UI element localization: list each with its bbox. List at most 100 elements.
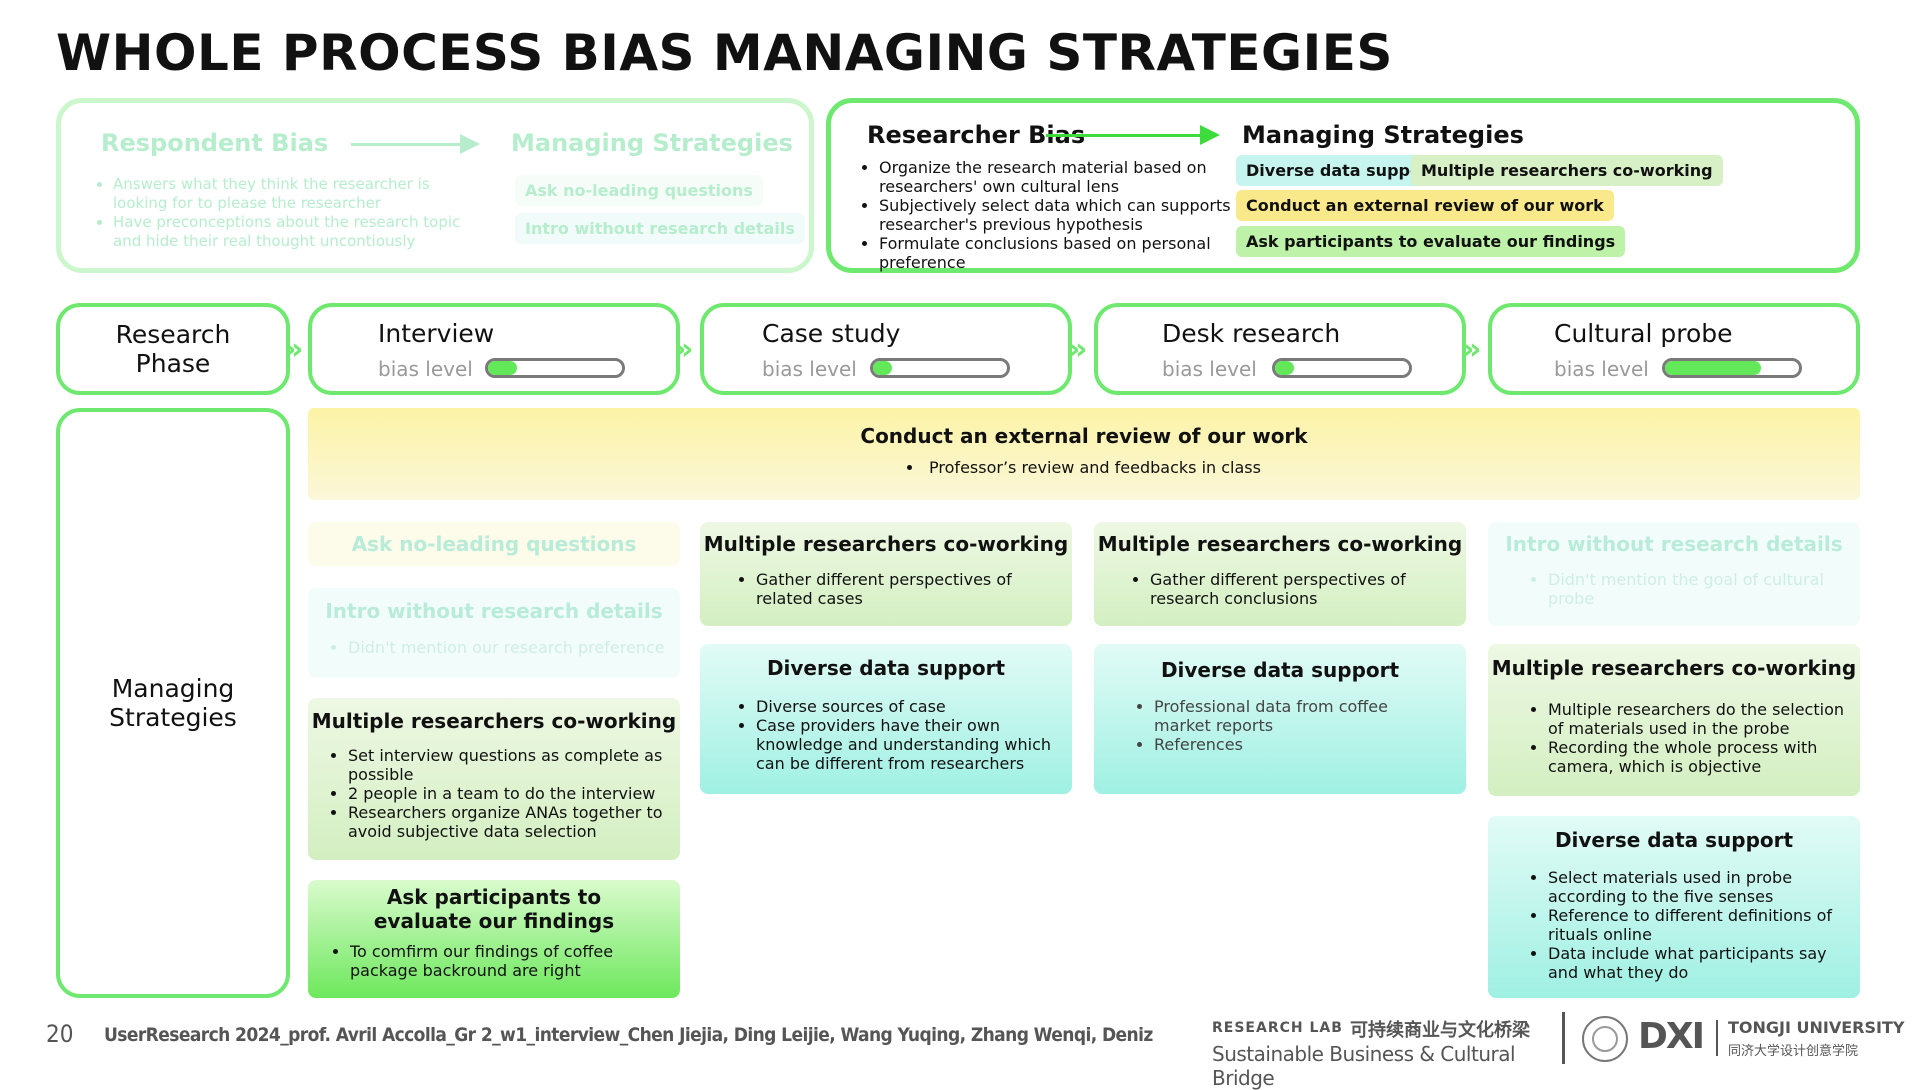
phase-name: Case study	[762, 319, 901, 348]
phase-cultural-probe[interactable]: Cultural probe bias level	[1488, 303, 1860, 395]
card-list: Didn't mention the goal of cultural prob…	[1530, 570, 1830, 608]
list-item: Case providers have their own knowledge …	[756, 716, 1058, 773]
list-item: Gather different perspectives of related…	[756, 570, 1038, 608]
card-title: Ask participants to evaluate our finding…	[373, 885, 615, 933]
bias-level-fill	[1665, 361, 1762, 375]
phase-desk-research[interactable]: Desk research bias level	[1094, 303, 1466, 395]
list-item: Formulate conclusions based on personal …	[879, 234, 1246, 272]
bias-level-fill	[488, 361, 518, 375]
divider	[1716, 1020, 1718, 1056]
list-item: Gather different perspectives of researc…	[1150, 570, 1432, 608]
card-ask-participants: Ask participants to evaluate our finding…	[308, 880, 680, 998]
card-diverse-data: Diverse data support Professional data f…	[1094, 644, 1466, 794]
phase-case-study[interactable]: Case study bias level	[700, 303, 1072, 395]
card-multiple-researchers: Multiple researchers co-working Gather d…	[1094, 522, 1466, 626]
university-name: TONGJI UNIVERSITY	[1728, 1018, 1905, 1037]
card-title: Multiple researchers co-working	[1097, 532, 1463, 556]
list-item: Organize the research material based on …	[879, 158, 1246, 196]
researcher-bias-panel: Researcher Bias Managing Strategies Orga…	[826, 98, 1860, 273]
external-review-banner: Conduct an external review of our work P…	[308, 408, 1860, 500]
managing-strategies-label: Managing Strategies	[109, 674, 237, 732]
bias-label: bias level	[1162, 357, 1257, 381]
lab-english-name: Sustainable Business & Cultural Bridge	[1212, 1042, 1516, 1090]
tag-ask-participants: Ask participants to evaluate our finding…	[1236, 226, 1626, 257]
arrow-icon	[351, 134, 480, 154]
bias-label: bias level	[762, 357, 857, 381]
card-list: Diverse sources of case Case providers h…	[738, 697, 1058, 773]
university-chinese-name: 同济大学设计创意学院	[1728, 1044, 1859, 1059]
review-list: Professor’s review and feedbacks in clas…	[308, 458, 1860, 477]
respondent-strategies-heading: Managing Strategies	[511, 129, 793, 157]
chevron-right-icon: »	[284, 332, 303, 367]
phase-name: Desk research	[1162, 319, 1341, 348]
card-list: Gather different perspectives of related…	[738, 570, 1038, 608]
list-item: References	[1154, 735, 1446, 754]
research-lab-logo: RESEARCH LAB 可持续商业与文化桥梁 Sustainable Busi…	[1212, 1016, 1552, 1090]
phase-name: Interview	[378, 319, 495, 348]
card-diverse-data: Diverse data support Select materials us…	[1488, 816, 1860, 998]
card-list: Professional data from coffee market rep…	[1136, 697, 1446, 754]
lab-chinese-name: 可持续商业与文化桥梁	[1350, 1020, 1530, 1041]
research-phase-label: Research Phase	[115, 320, 231, 378]
card-ask-no-leading: Ask no-leading questions	[308, 522, 680, 566]
list-item: To comfirm our findings of coffee packag…	[350, 942, 652, 980]
card-list: Multiple researchers do the selection of…	[1530, 700, 1850, 776]
card-diverse-data: Diverse data support Diverse sources of …	[700, 644, 1072, 794]
footer-credit: UserResearch 2024_prof. Avril Accolla_Gr…	[104, 1024, 1153, 1046]
page-title: WHOLE PROCESS BIAS MANAGING STRATEGIES	[56, 24, 1393, 82]
bias-level-bar	[870, 358, 1010, 378]
card-multiple-researchers: Multiple researchers co-working Multiple…	[1488, 644, 1860, 796]
list-item: 2 people in a team to do the interview	[348, 784, 670, 803]
list-item: Have preconceptions about the research t…	[113, 213, 480, 251]
card-title: Diverse data support	[1554, 828, 1794, 852]
tag-external-review: Conduct an external review of our work	[1236, 190, 1614, 221]
card-list: Gather different perspectives of researc…	[1132, 570, 1432, 608]
chevron-right-icon: »	[1068, 332, 1087, 367]
card-list: To comfirm our findings of coffee packag…	[332, 942, 652, 980]
bias-level-fill	[1275, 361, 1294, 375]
tag-ask-no-leading: Ask no-leading questions	[515, 175, 763, 206]
seal-inner	[1592, 1026, 1618, 1052]
bias-level-bar	[1272, 358, 1412, 378]
tongji-seal-icon	[1582, 1016, 1628, 1062]
list-item: Didn't mention the goal of cultural prob…	[1548, 570, 1830, 608]
list-item: Recording the whole process with camera,…	[1548, 738, 1850, 776]
managing-strategies-label-box: Managing Strategies	[56, 408, 290, 998]
chevron-right-icon: »	[674, 332, 693, 367]
card-list: Didn't mention our research preference	[330, 638, 670, 657]
bias-label: bias level	[1554, 357, 1649, 381]
bias-level-bar	[485, 358, 625, 378]
review-title: Conduct an external review of our work	[860, 424, 1308, 448]
researcher-strategies-heading: Managing Strategies	[1242, 121, 1524, 149]
phase-interview[interactable]: Interview bias level	[308, 303, 680, 395]
bias-level-bar	[1662, 358, 1802, 378]
card-multiple-researchers: Multiple researchers co-working Gather d…	[700, 522, 1072, 626]
card-title: Diverse data support	[1160, 658, 1400, 682]
list-item: Professor’s review and feedbacks in clas…	[308, 458, 1860, 477]
card-list: Set interview questions as complete as p…	[330, 746, 670, 841]
research-phase-label-box: Research Phase	[56, 303, 290, 395]
list-item: Multiple researchers do the selection of…	[1548, 700, 1850, 738]
list-item: Professional data from coffee market rep…	[1154, 697, 1446, 735]
bias-label: bias level	[378, 357, 473, 381]
dxi-logo: DXI	[1638, 1016, 1705, 1057]
card-title: Multiple researchers co-working	[311, 709, 677, 733]
tag-intro-without-details: Intro without research details	[515, 213, 805, 244]
list-item: Researchers organize ANAs together to av…	[348, 803, 670, 841]
card-list: Select materials used in probe according…	[1530, 868, 1850, 982]
bias-level-fill	[873, 361, 892, 375]
list-item: Diverse sources of case	[756, 697, 1058, 716]
card-multiple-researchers: Multiple researchers co-working Set inte…	[308, 698, 680, 860]
card-title: Multiple researchers co-working	[703, 532, 1069, 556]
card-title: Ask no-leading questions	[351, 532, 637, 556]
lab-label: RESEARCH LAB	[1212, 1020, 1343, 1036]
card-title: Intro without research details	[325, 599, 663, 623]
respondent-bias-panel: Respondent Bias Managing Strategies Answ…	[56, 98, 814, 273]
page-number: 20	[46, 1020, 74, 1048]
respondent-bias-heading: Respondent Bias	[101, 129, 329, 157]
arrow-icon	[1046, 125, 1220, 145]
tag-multiple-researchers: Multiple researchers co-working	[1411, 155, 1723, 186]
card-intro-without-details: Intro without research details Didn't me…	[308, 588, 680, 678]
card-title: Diverse data support	[766, 656, 1006, 680]
card-intro-without-details: Intro without research details Didn't me…	[1488, 522, 1860, 626]
